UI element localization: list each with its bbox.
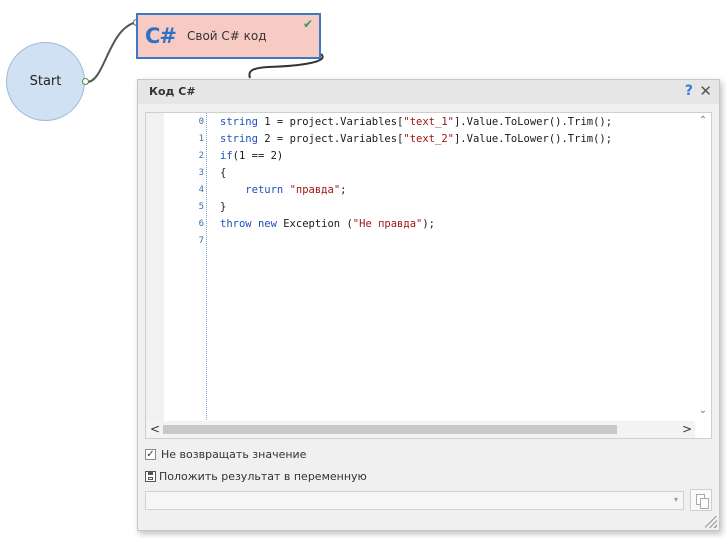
code-line[interactable]: string 2 = project.Variables["text_2"].V… (220, 133, 613, 145)
line-number: 5 (198, 202, 204, 212)
dropdown-arrow-icon[interactable]: ▾ (673, 495, 678, 504)
editor-margin (146, 113, 164, 422)
vertical-scrollbar[interactable]: ⌃ ⌄ (695, 113, 711, 422)
line-number: 2 (198, 151, 204, 161)
line-number: 6 (198, 219, 204, 229)
code-line[interactable]: } (220, 201, 227, 213)
wire-start-to-cs (86, 21, 138, 83)
dialog-header[interactable]: Код C# ? ✕ (138, 80, 719, 104)
scroll-right-icon[interactable]: > (682, 422, 693, 436)
horizontal-scrollbar[interactable]: < > (146, 421, 695, 438)
code-line[interactable]: string 1 = project.Variables["text_1"].V… (220, 116, 613, 128)
save-icon (145, 471, 156, 482)
csharp-code-node[interactable]: C# Свой C# код ✔ (136, 13, 321, 59)
scroll-left-icon[interactable]: < (150, 422, 161, 436)
line-number-gutter: 0 1 2 3 4 5 6 7 (164, 113, 207, 422)
dialog-title: Код C# (149, 85, 196, 98)
resize-grip-icon[interactable] (705, 516, 717, 528)
line-number: 7 (198, 236, 204, 246)
start-output-port[interactable] (82, 78, 89, 85)
variable-select[interactable]: ▾ (145, 491, 684, 510)
csharp-logo-icon: C# (145, 24, 177, 48)
no-return-checkbox[interactable]: ✓ (145, 449, 156, 460)
start-node[interactable]: Start (6, 42, 85, 121)
horizontal-scroll-thumb[interactable] (163, 425, 617, 434)
save-result-label: Положить результат в переменную (159, 470, 367, 483)
csharp-code-dialog: Код C# ? ✕ 0 1 2 3 4 5 6 7 string 1 = project.V… (137, 79, 720, 531)
check-icon: ✔ (302, 17, 313, 31)
help-icon[interactable]: ? (684, 83, 693, 99)
code-line[interactable]: if(1 == 2) (220, 150, 284, 162)
line-number: 0 (198, 117, 204, 127)
no-return-label: Не возвращать значение (161, 448, 307, 461)
csharp-node-title: Свой C# код (187, 29, 267, 43)
line-number: 4 (198, 185, 204, 195)
code-line[interactable]: throw new Exception ("Не правда"); (220, 218, 435, 230)
copy-variable-button[interactable] (690, 489, 712, 511)
scroll-down-icon[interactable]: ⌄ (698, 405, 708, 416)
code-line[interactable]: { (220, 167, 227, 179)
scroll-up-icon[interactable]: ⌃ (698, 115, 708, 126)
close-icon[interactable]: ✕ (699, 82, 712, 100)
no-return-option[interactable]: ✓ Не возвращать значение (145, 448, 306, 461)
save-result-option: Положить результат в переменную (145, 470, 367, 483)
line-number: 1 (198, 134, 204, 144)
line-number: 3 (198, 168, 204, 178)
start-node-label: Start (29, 74, 62, 89)
code-line[interactable]: return "правда"; (245, 184, 347, 196)
code-editor[interactable]: 0 1 2 3 4 5 6 7 string 1 = project.Variables["t… (145, 112, 712, 439)
